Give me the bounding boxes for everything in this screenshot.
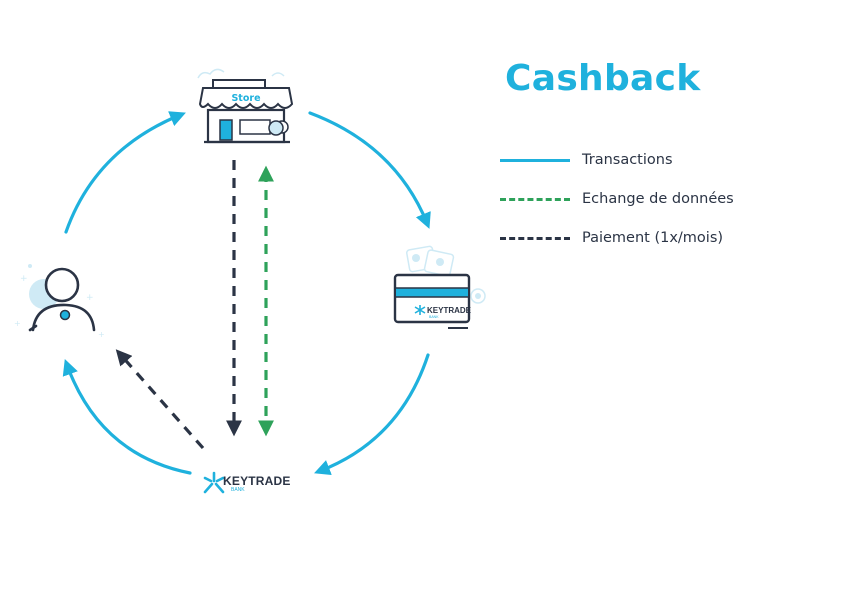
card-brand: KEYTRADE [427,306,472,315]
legend-item-transactions: Transactions [500,150,734,170]
legend-item-payment: Paiement (1x/mois) [500,228,734,248]
store-sign: Store [231,93,260,104]
legend-swatch-solid-blue [500,158,570,162]
svg-text:+: + [20,274,28,284]
card-brand-sub: BANK [429,315,439,319]
legend-swatch-dashed-green [500,197,570,201]
legend-item-data-exchange: Echange de données [500,189,734,209]
page-title: Cashback [505,58,701,99]
transaction-arrow-person-to-store [64,111,186,234]
legend-swatch-dashed-dark [500,236,570,240]
legend-label: Paiement (1x/mois) [582,230,724,246]
bank-sub: BANK [231,487,245,493]
card-keytrade-logo [414,305,426,315]
bank-name: KEYTRADE [223,474,291,488]
bank-label: KEYTRADE BANK [223,474,291,493]
transaction-arrow-store-to-card [308,111,431,229]
svg-text:+: + [98,330,105,339]
keytrade-bank-logo [203,471,225,494]
legend: Transactions Echange de données Paiement… [500,150,734,267]
credit-card-icon: KEYTRADE BANK [393,245,486,329]
transaction-arrow-card-to-bank [314,353,430,475]
svg-text:+: + [86,293,94,303]
svg-text:+: + [14,319,21,328]
store-icon: Store [197,68,294,144]
legend-label: Transactions [582,152,673,168]
legend-label: Echange de données [582,191,734,207]
person-icon: + + + + [14,264,105,339]
transaction-arrow-bank-to-person [62,358,192,475]
payment-arrow-bank-to-person [115,349,205,450]
